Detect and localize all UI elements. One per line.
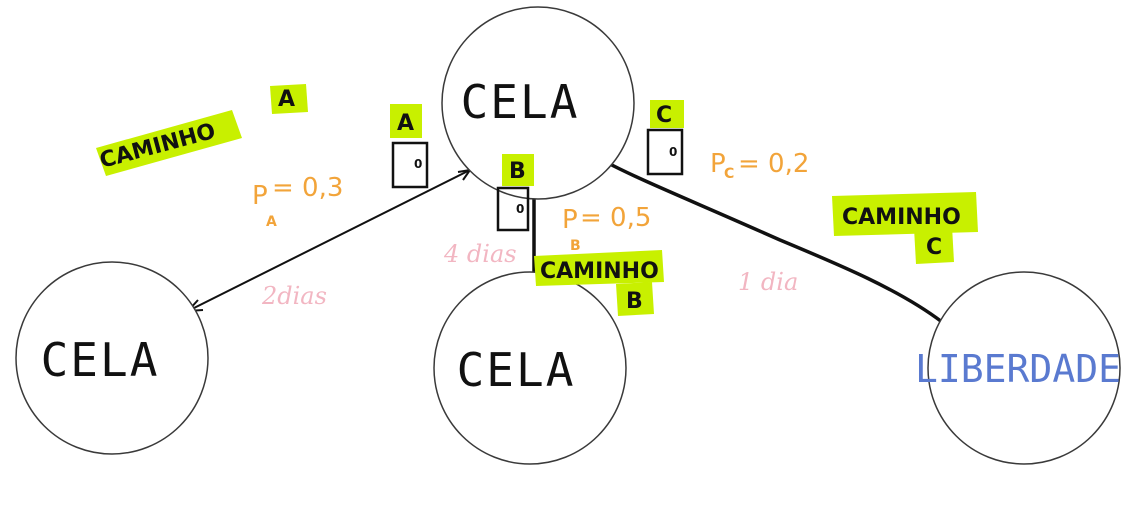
- path-c-name-line2: C: [926, 235, 942, 260]
- path-c-prob-value: = 0,2: [738, 149, 809, 179]
- path-b-name-line2: B: [626, 289, 643, 314]
- path-a-door-knob: 0: [414, 157, 422, 171]
- path-b-door-icon: [496, 186, 530, 232]
- path-b-door-letter: B: [509, 159, 526, 184]
- path-a-door-letter: A: [397, 111, 414, 136]
- path-c-door-letter: C: [656, 103, 672, 128]
- path-b-name-tag: CAMINHO B: [534, 250, 664, 316]
- path-b-prob-sub: B: [570, 238, 581, 254]
- path-b-days: 4 dias: [443, 240, 517, 268]
- node-freedom: LIBERDADE: [915, 271, 1121, 465]
- path-a-name-line1: CAMINHO: [97, 119, 218, 174]
- node-middle-label: CELA: [457, 343, 576, 397]
- path-a-prob-value: = 0,3: [272, 173, 343, 203]
- edge-path-c: [605, 160, 944, 324]
- node-top-circle: [441, 6, 635, 200]
- path-c-door-knob: 0: [669, 145, 677, 159]
- path-b-prob-value: = 0,5: [580, 203, 651, 233]
- path-c-probability: P C = 0,2: [710, 149, 809, 182]
- edges: [185, 160, 944, 324]
- path-a-probability: P A = 0,3: [252, 173, 343, 230]
- path-c-annotations: C 0 P C = 0,2 1 dia CAMINHO C: [646, 100, 978, 296]
- path-c-prob-label: P: [710, 149, 726, 179]
- path-c-door-icon: [646, 128, 684, 176]
- path-a-days: 2dias: [261, 282, 327, 310]
- node-left-label: CELA: [41, 333, 160, 387]
- node-freedom-circle: [927, 271, 1121, 465]
- edge-path-a: [187, 169, 471, 312]
- node-top-label: CELA: [461, 75, 580, 129]
- path-c-door: C 0: [646, 100, 684, 176]
- path-c-prob-sub: C: [724, 166, 734, 182]
- node-left-circle: [15, 261, 209, 455]
- path-a-prob-sub: A: [266, 214, 277, 230]
- path-b-annotations: B 0 P B = 0,5 4 dias CAMINHO B: [443, 154, 664, 316]
- path-b-door-knob: 0: [516, 202, 524, 216]
- path-c-name-tag: CAMINHO C: [832, 192, 978, 264]
- node-middle-cell: CELA: [433, 271, 627, 465]
- path-a-name-line2: A: [278, 87, 295, 112]
- path-a-name-tag: CAMINHO A: [96, 84, 308, 176]
- path-b-door: B 0: [496, 154, 534, 232]
- path-c-days: 1 dia: [738, 268, 798, 296]
- path-c-name-line1: CAMINHO: [842, 205, 961, 230]
- node-freedom-label: LIBERDADE: [915, 347, 1121, 391]
- path-a-door-icon: [391, 141, 429, 189]
- path-b-name-line1: CAMINHO: [540, 259, 659, 284]
- node-middle-circle: [433, 271, 627, 465]
- path-a-door: A 0: [390, 104, 429, 189]
- node-top-cell: CELA: [441, 6, 635, 200]
- path-b-probability: P B = 0,5: [562, 203, 651, 254]
- path-b-prob-label: P: [562, 205, 578, 235]
- node-left-cell: CELA: [15, 261, 209, 455]
- path-a-prob-label: P: [252, 181, 268, 211]
